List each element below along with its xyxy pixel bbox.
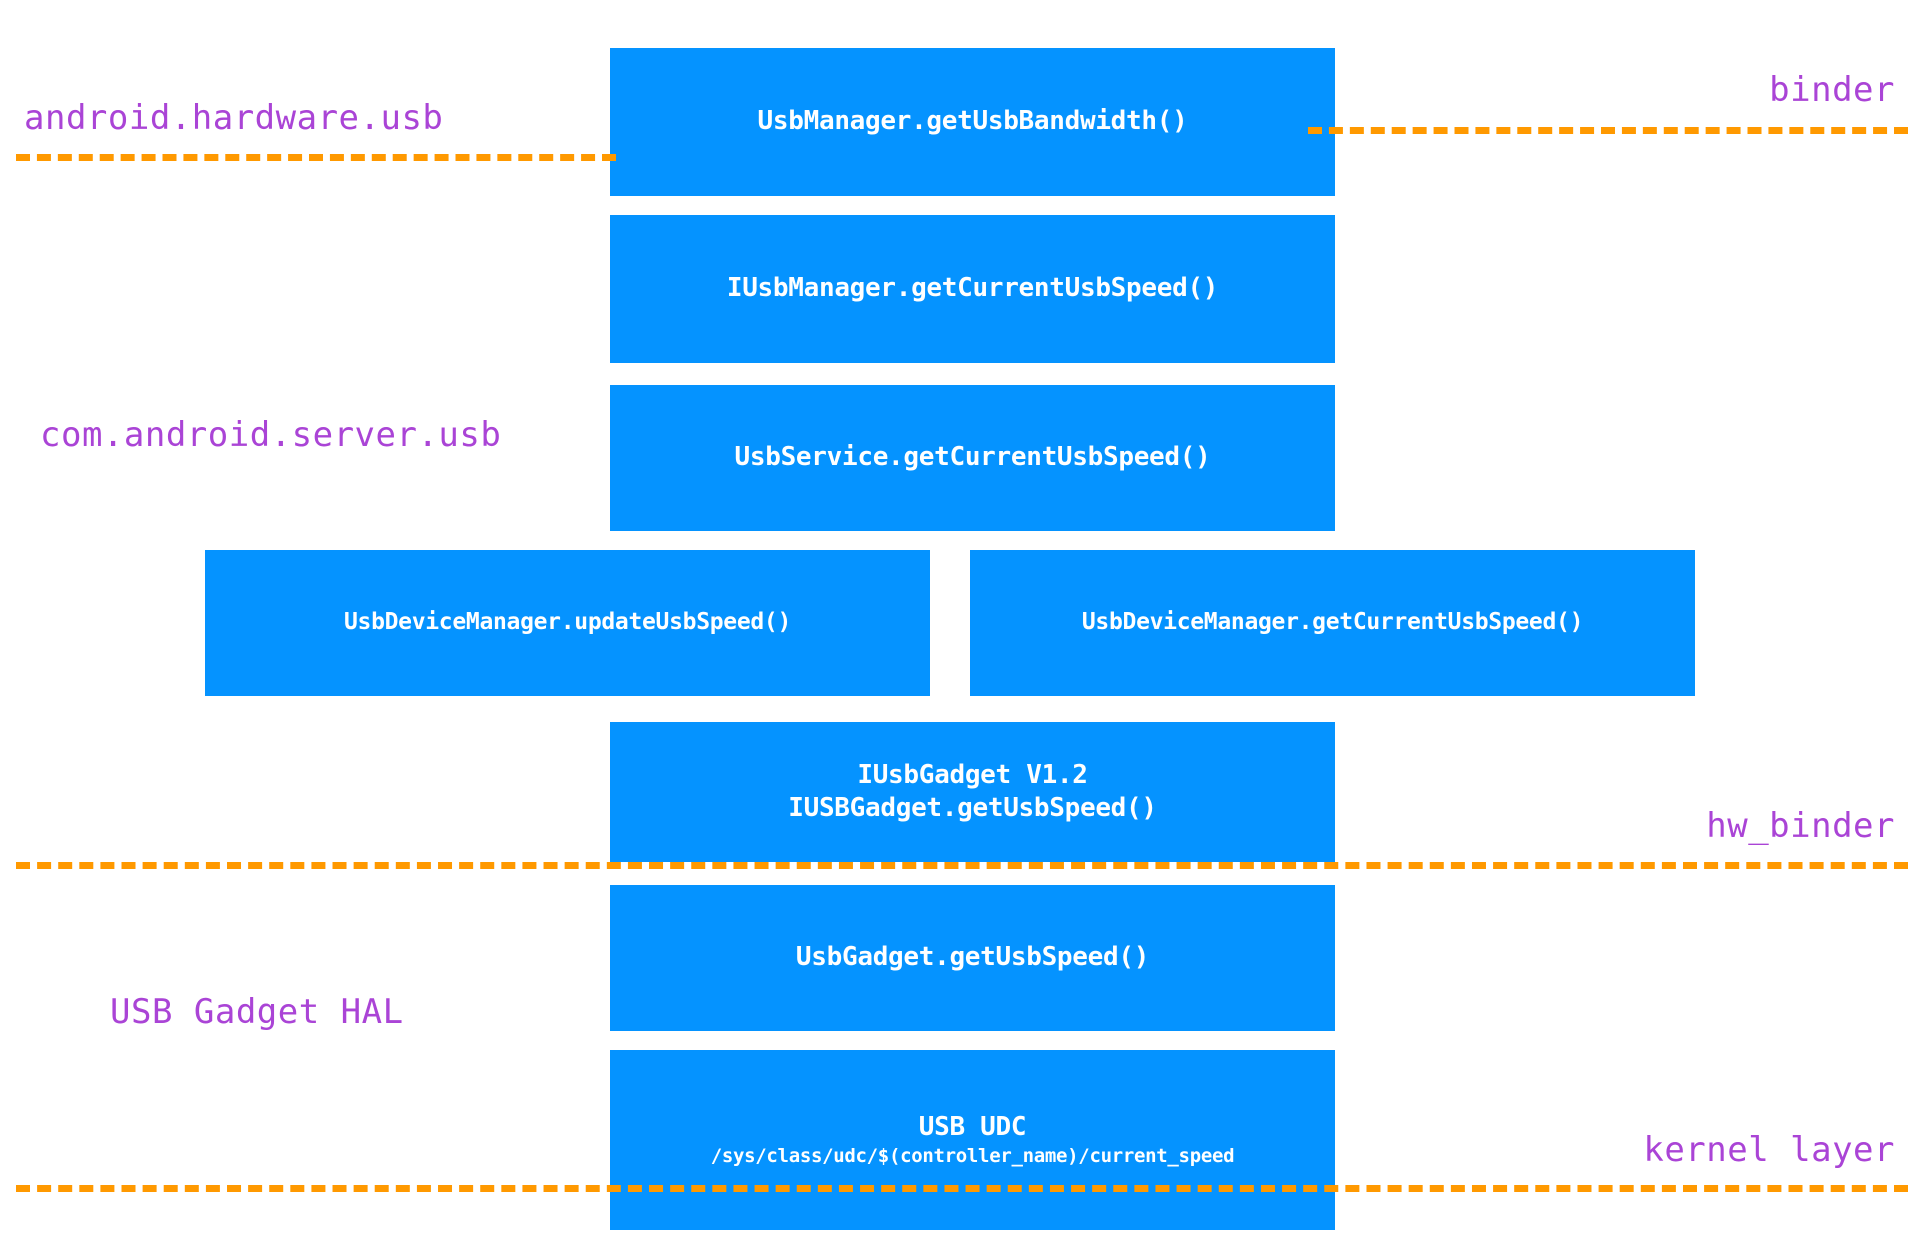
layer-label-usb-gadget-hal: USB Gadget HAL: [110, 992, 404, 1032]
layer-label-android-hardware-usb: android.hardware.usb: [24, 98, 444, 138]
divider-hw-binder: [16, 862, 1908, 869]
node-label-line1: UsbGadget.getUsbSpeed(): [795, 942, 1150, 973]
node-label-line1: UsbService.getCurrentUsbSpeed(): [734, 442, 1211, 473]
node-label-line1: UsbDeviceManager.getCurrentUsbSpeed(): [1081, 609, 1584, 636]
node-label-line1: USB UDC: [918, 1112, 1027, 1143]
node-label-line1: IUsbGadget V1.2: [857, 759, 1088, 790]
divider-binder-left: [16, 154, 616, 161]
node-label-line1: UsbDeviceManager.updateUsbSpeed(): [343, 609, 792, 636]
divider-kernel-layer: [16, 1185, 1908, 1192]
node-usbgadget-getusbspeed[interactable]: UsbGadget.getUsbSpeed(): [610, 885, 1335, 1031]
layer-label-hw-binder: hw_binder: [1706, 806, 1895, 846]
node-usbdevicemanager-updateusbspeed[interactable]: UsbDeviceManager.updateUsbSpeed(): [205, 550, 930, 696]
node-usbservice-getcurrentusbspeed[interactable]: UsbService.getCurrentUsbSpeed(): [610, 385, 1335, 531]
node-usb-udc[interactable]: USB UDC /sys/class/udc/$(controller_name…: [610, 1050, 1335, 1230]
layer-label-kernel-layer: kernel layer: [1643, 1130, 1895, 1170]
node-iusbmanager-getcurrentusbspeed[interactable]: IUsbManager.getCurrentUsbSpeed(): [610, 215, 1335, 363]
layer-label-com-android-server-usb: com.android.server.usb: [40, 415, 502, 455]
node-label-line1: UsbManager.getUsbBandwidth(): [757, 106, 1188, 137]
node-iusbgadget-getusbspeed[interactable]: IUsbGadget V1.2 IUSBGadget.getUsbSpeed(): [610, 722, 1335, 862]
node-label-line2: IUSBGadget.getUsbSpeed(): [788, 793, 1157, 823]
node-usbdevicemanager-getcurrentusbspeed[interactable]: UsbDeviceManager.getCurrentUsbSpeed(): [970, 550, 1695, 696]
node-label-line2: /sys/class/udc/$(controller_name)/curren…: [710, 1145, 1235, 1168]
layer-label-binder: binder: [1769, 70, 1895, 110]
node-label-line1: IUsbManager.getCurrentUsbSpeed(): [726, 273, 1219, 304]
divider-binder-right: [1308, 127, 1908, 134]
node-usbmanager-getusbbandwidth[interactable]: UsbManager.getUsbBandwidth(): [610, 48, 1335, 196]
